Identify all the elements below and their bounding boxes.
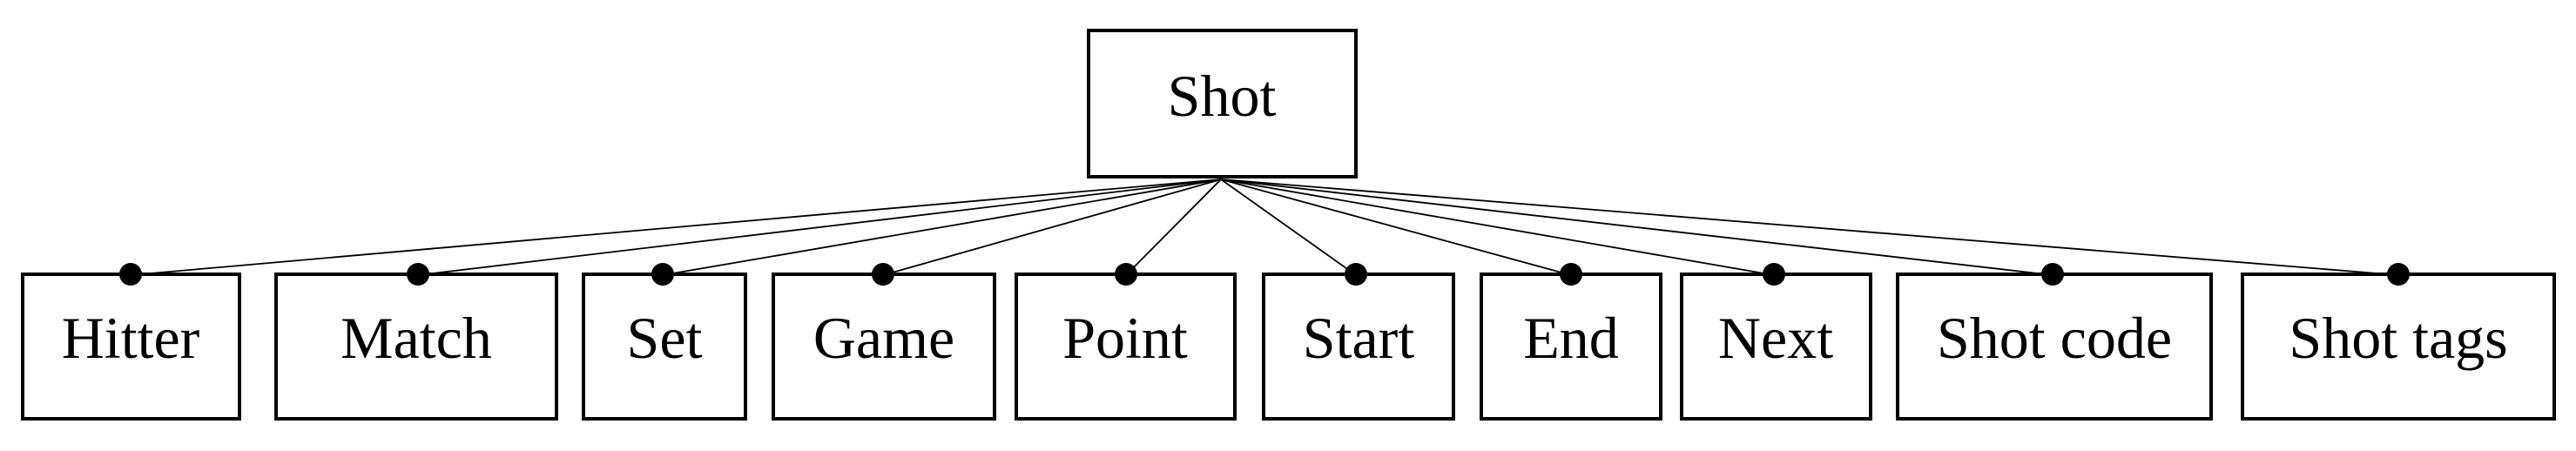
child-node-set: Set: [582, 273, 747, 421]
child-node-shot-tags: Shot tags: [2241, 273, 2556, 421]
edge-point: [1125, 178, 1222, 276]
connector-dot-point: [1115, 263, 1137, 286]
edge-game: [882, 178, 1222, 276]
child-box: [1480, 273, 1662, 421]
edge-shot-code: [1220, 178, 2053, 276]
child-node-shot-code: Shot code: [1896, 273, 2213, 421]
child-node-point: Point: [1015, 273, 1237, 421]
child-node-next: Next: [1680, 273, 1872, 421]
edge-end: [1220, 178, 1572, 276]
child-box: [1262, 273, 1455, 421]
child-label: Next: [1718, 305, 1833, 371]
connector-dot-hitter: [119, 263, 142, 286]
root-box: [1087, 29, 1358, 178]
edges: [130, 178, 2399, 276]
child-box: [21, 273, 241, 421]
child-label: Start: [1303, 305, 1415, 371]
connector-dot-game: [872, 263, 894, 286]
edge-match: [417, 178, 1222, 276]
connector-dot-end: [1560, 263, 1582, 286]
edge-set: [662, 178, 1222, 276]
child-box: [1015, 273, 1237, 421]
child-node-game: Game: [772, 273, 996, 421]
root-node: Shot: [1087, 29, 1358, 178]
child-box: [772, 273, 996, 421]
edge-start: [1220, 178, 1357, 276]
child-label: Shot code: [1937, 305, 2172, 371]
child-node-hitter: Hitter: [21, 273, 241, 421]
child-label: End: [1523, 305, 1619, 371]
edge-next: [1220, 178, 1775, 276]
child-node-start: Start: [1262, 273, 1455, 421]
connector-dots: [119, 263, 2410, 286]
connector-dot-shot-tags: [2387, 263, 2410, 286]
root-label: Shot: [1168, 63, 1277, 129]
connector-dot-match: [407, 263, 429, 286]
connector-dot-shot-code: [2041, 263, 2064, 286]
child-label: Point: [1062, 305, 1188, 371]
connector-dot-next: [1763, 263, 1785, 286]
edge-hitter: [130, 178, 1222, 276]
child-label: Shot tags: [2289, 305, 2507, 371]
child-box: [2241, 273, 2556, 421]
child-label: Game: [813, 305, 954, 371]
child-node-match: Match: [274, 273, 558, 421]
edge-shot-tags: [1220, 178, 2399, 276]
child-label: Hitter: [62, 305, 200, 371]
child-label: Set: [627, 305, 703, 371]
child-box: [582, 273, 747, 421]
connector-dot-start: [1345, 263, 1367, 286]
child-node-end: End: [1480, 273, 1662, 421]
connector-dot-set: [651, 263, 674, 286]
child-label: Match: [341, 305, 492, 371]
child-box: [1680, 273, 1872, 421]
